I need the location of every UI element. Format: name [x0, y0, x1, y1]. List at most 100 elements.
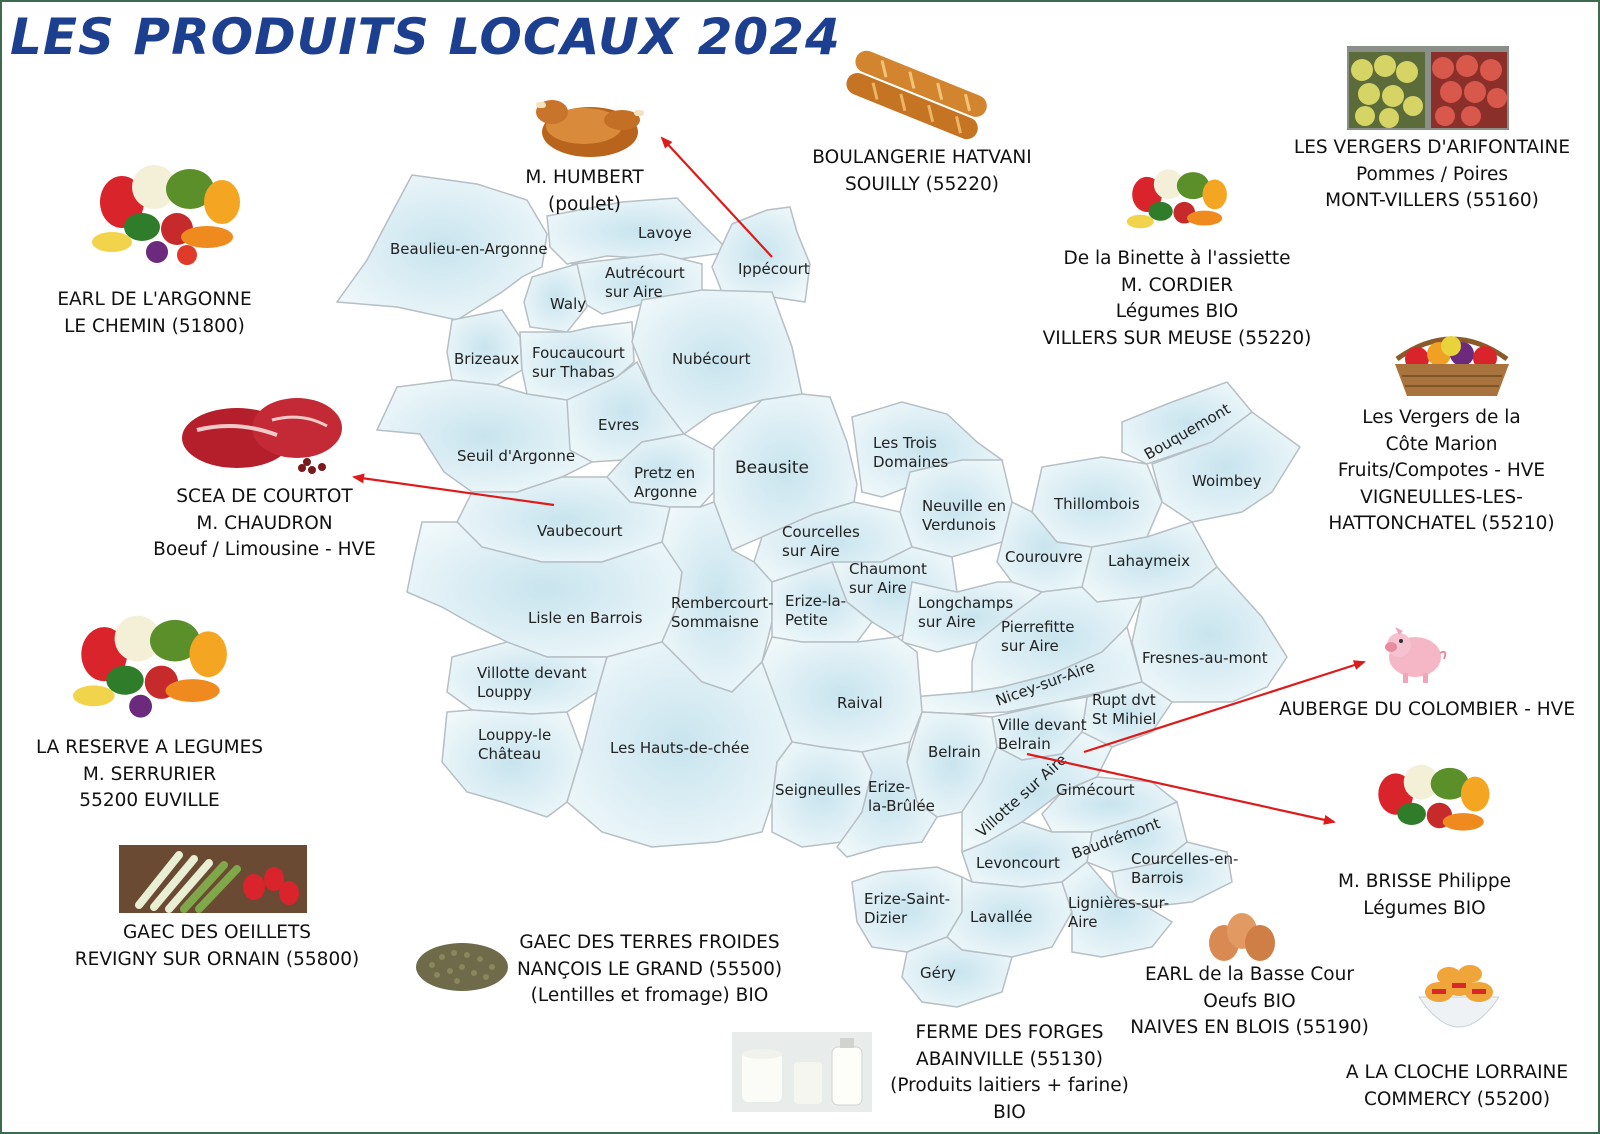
caption-line: LA RESERVE A LEGUMES	[35, 737, 264, 758]
commune-label: Nubécourt	[672, 350, 751, 368]
commune-label-line: Dizier	[864, 909, 908, 927]
fruit-basket-icon	[1395, 336, 1509, 396]
commune-label: Les Hauts-de-chée	[610, 739, 749, 757]
commune-label: Lahaymeix	[1108, 552, 1190, 570]
dairy-icon	[732, 1032, 872, 1112]
vegetables-icon	[1378, 764, 1490, 831]
producer-caption: SCEA DE COURTOT M. CHAUDRON Boeuf / Limo…	[127, 484, 402, 564]
commune-label: Seuil d'Argonne	[457, 447, 575, 465]
caption-line: MONT-VILLERS (55160)	[1325, 190, 1539, 212]
caption-line: Les Vergers de la	[1362, 407, 1521, 428]
caption-line: SCEA DE COURTOT	[176, 486, 353, 507]
pig-icon	[1385, 627, 1447, 683]
vegetables-icon	[1126, 169, 1227, 229]
commune-label-line: Louppy	[477, 683, 532, 701]
region-beaulieu-en-argonne	[335, 174, 548, 321]
caption-line: Boeuf / Limousine - HVE	[153, 539, 376, 561]
commune-label: Gimécourt	[1056, 781, 1135, 799]
caption-line: REVIGNY SUR ORNAIN (55800)	[74, 948, 360, 970]
region-lignieres	[1061, 860, 1174, 958]
roast-chicken-icon	[536, 100, 644, 157]
commune-label: Fresnes-au-mont	[1142, 649, 1268, 667]
commune-label: Lignières-sur-Aire	[1068, 894, 1169, 931]
baguettes-icon	[846, 50, 987, 140]
commune-label: Brizeaux	[454, 350, 519, 368]
commune-label-line: sur Aire	[1001, 637, 1059, 655]
producer-caption: LA RESERVE A LEGUMES M. SERRURIER 55200 …	[27, 735, 272, 815]
commune-label-line: Petite	[785, 611, 828, 629]
caption-line: AUBERGE DU COLOMBIER - HVE	[1278, 699, 1576, 720]
madeleines-icon	[1418, 965, 1500, 1028]
region-brizeaux	[446, 309, 523, 386]
arrow-to-courtot	[352, 473, 555, 507]
caption-line: Légumes BIO	[1115, 301, 1239, 323]
region-erize-la-brulee	[836, 741, 938, 858]
caption-line: VIGNEULLES-LES-	[1360, 486, 1523, 508]
region-foucaucourt	[519, 321, 635, 401]
commune-label: Vaubecourt	[537, 522, 623, 540]
caption-line: BOULANGERIE HATVANI	[812, 147, 1032, 168]
producer-caption: FERME DES FORGES ABAINVILLE (55130) (Pro…	[877, 1020, 1142, 1126]
producer-caption: Les Vergers de la Côte Marion Fruits/Com…	[1314, 405, 1569, 538]
caption-line: NANÇOIS LE GRAND (55500)	[516, 958, 783, 980]
commune-label: Courouvre	[1005, 548, 1083, 566]
caption-line: (Lentilles et fromage) BIO	[530, 985, 769, 1007]
commune-label: Woimbey	[1192, 472, 1262, 490]
commune-label-line: Verdunois	[922, 516, 996, 534]
commune-label: Evres	[598, 416, 639, 434]
beef-icon	[182, 398, 342, 474]
caption-line: ABAINVILLE (55130)	[916, 1048, 1103, 1070]
commune-label: Erize-la-Brûlée	[868, 778, 935, 815]
commune-label: Raival	[837, 694, 883, 712]
caption-line: 55200 EUVILLE	[79, 790, 220, 812]
region-lavoye	[546, 197, 732, 265]
commune-label-line: St Mihiel	[1092, 710, 1156, 728]
producer-caption: AUBERGE DU COLOMBIER - HVE	[1267, 697, 1587, 724]
producer-caption: EARL DE L'ARGONNE LE CHEMIN (51800)	[37, 287, 272, 340]
caption-line: COMMERCY (55200)	[1363, 1088, 1551, 1110]
caption-line: FERME DES FORGES	[915, 1022, 1104, 1043]
vegetables-icon	[73, 615, 227, 718]
commune-label-line: sur Thabas	[532, 363, 615, 381]
caption-line: M. BRISSE Philippe	[1338, 871, 1511, 892]
commune-label-line: Barrois	[1131, 869, 1184, 887]
commune-label-line: la-Brûlée	[868, 797, 935, 815]
commune-label: Beaulieu-en-Argonne	[390, 240, 548, 258]
commune-label-line: Belrain	[998, 735, 1051, 753]
region-lavallee	[946, 875, 1073, 958]
commune-label-line: Sommaisne	[671, 613, 759, 631]
caption-line: M. CORDIER	[1120, 274, 1234, 296]
caption-line: (Produits laitiers + farine)	[890, 1075, 1129, 1097]
caption-line: Oeufs BIO	[1203, 990, 1296, 1012]
arrow-to-humbert	[660, 136, 773, 258]
commune-label: Thillombois	[1053, 495, 1140, 513]
asparagus-strawberries-icon	[119, 845, 307, 913]
producer-caption: M. BRISSE Philippe Légumes BIO	[1317, 869, 1532, 922]
page-title: LES PRODUITS LOCAUX 2024	[10, 8, 841, 66]
commune-label: Lisle en Barrois	[528, 609, 643, 627]
caption-line: GAEC DES OEILLETS	[122, 922, 312, 943]
commune-label-line: sur Aire	[849, 579, 907, 597]
producer-caption: EARL de la Basse Cour Oeufs BIO NAIVES E…	[1112, 962, 1387, 1042]
commune-label: Beausite	[735, 458, 809, 478]
producer-caption: BOULANGERIE HATVANI SOUILLY (55220)	[802, 145, 1042, 198]
caption-line: De la Binette à l'assiette	[1063, 248, 1291, 269]
arrow-to-auberge	[1083, 660, 1366, 754]
region-woimbey	[1151, 411, 1302, 523]
caption-line: EARL DE L'ARGONNE	[57, 289, 252, 310]
region-villotte-louppy	[446, 641, 608, 715]
commune-label-line: sur Aire	[918, 613, 976, 631]
commune-label: Courcelles-en-Barrois	[1131, 850, 1238, 887]
eggs-icon	[1209, 913, 1275, 961]
caption-line: BIO	[993, 1101, 1026, 1123]
caption-line: M. HUMBERT	[525, 167, 644, 188]
